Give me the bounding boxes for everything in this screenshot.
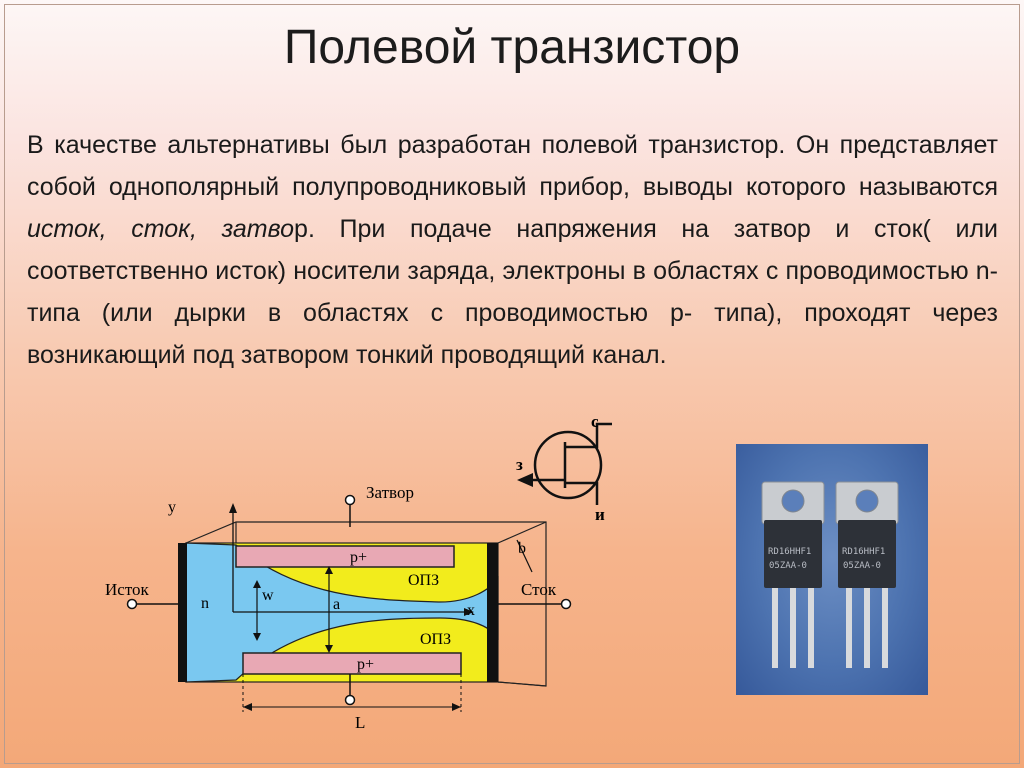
symbol-gate-label: з	[516, 455, 523, 474]
y-axis-arrow-icon	[229, 503, 237, 513]
drain-label: Сток	[521, 580, 557, 599]
p-layer-top	[235, 545, 455, 568]
p-layer-bottom	[242, 652, 462, 675]
chip1-lead-3	[808, 588, 814, 668]
chip1-mount-hole	[781, 489, 805, 513]
a-arrow-bottom-icon	[325, 645, 333, 653]
drain-contact	[487, 543, 498, 682]
chip2-marking-line2: 05ZAA-0	[843, 561, 881, 571]
symbol-source-label: и	[595, 505, 605, 524]
symbol-drain-lead	[565, 422, 612, 449]
y-axis-label: y	[168, 499, 176, 516]
x-axis-label: x	[467, 602, 475, 619]
gate-terminals	[344, 494, 356, 706]
paragraph-part-1: В качестве альтернативы был разработан п…	[27, 131, 998, 201]
gate-top-terminal	[344, 494, 356, 506]
p-layer-bottom-label: p+	[357, 656, 374, 673]
chip1-lead-2	[790, 588, 796, 668]
source-label: Исток	[105, 580, 150, 599]
paragraph-part-2: р. При подаче напряжения на затвор и сто…	[27, 215, 998, 369]
a-label: a	[333, 596, 340, 613]
chip2-lead-2	[864, 588, 870, 668]
p-layer-top-label: p+	[350, 549, 367, 566]
side-terminals	[126, 598, 572, 610]
fet-circuit-symbol	[517, 422, 612, 505]
transistor-photo: RD16HHF1 05ZAA-0 RD16HHF1 05ZAA-0	[736, 444, 928, 695]
paragraph-terms: исток, сток, затво	[27, 215, 295, 243]
slide-frame	[4, 4, 1020, 764]
chip1-marking-line2: 05ZAA-0	[769, 561, 807, 571]
w-arrow-top-icon	[253, 580, 261, 588]
L-dimension	[242, 674, 462, 712]
chip2-body	[838, 520, 896, 588]
x-axis-arrow-icon	[464, 608, 474, 616]
b-label: b	[518, 540, 526, 557]
a-arrow-top-icon	[325, 566, 333, 574]
transistor-2: RD16HHF1 05ZAA-0	[835, 481, 899, 668]
b-dimension-line	[516, 539, 533, 573]
chip2-mount-hole	[855, 489, 879, 513]
box-bottom-right-edge	[497, 681, 547, 687]
transistor-photo-drawing: RD16HHF1 05ZAA-0 RD16HHF1 05ZAA-0	[761, 481, 899, 668]
symbol-circle	[533, 430, 603, 500]
w-label: w	[262, 587, 274, 604]
source-terminal	[126, 598, 138, 610]
body-paragraph: В качестве альтернативы был разработан п…	[27, 124, 998, 376]
chip1-lead-1	[772, 588, 778, 668]
chip1-body	[764, 520, 822, 588]
chip1-marking-line1: RD16HHF1	[768, 547, 811, 557]
gate-label: Затвор	[366, 483, 414, 502]
L-label: L	[355, 713, 365, 732]
symbol-source-lead	[565, 481, 599, 505]
source-contact	[178, 543, 187, 682]
box-top-right-edge	[497, 521, 547, 544]
ops-top-label: ОПЗ	[408, 572, 439, 589]
ops-bottom-label: ОПЗ	[420, 631, 451, 648]
chip2-lead-3	[882, 588, 888, 668]
symbol-arrow-icon	[517, 473, 533, 487]
axes	[232, 508, 470, 613]
chip2-marking-line1: RD16HHF1	[842, 547, 885, 557]
chip2-lead-1	[846, 588, 852, 668]
slide-title: Полевой транзистор	[283, 21, 741, 74]
transistor-1: RD16HHF1 05ZAA-0	[761, 481, 825, 668]
symbol-drain-label: с	[591, 412, 599, 431]
n-region-label: n	[201, 595, 209, 612]
drain-terminal	[560, 598, 572, 610]
w-arrow-bottom-icon	[253, 633, 261, 641]
dimension-markers	[256, 539, 533, 651]
L-arrow-left-icon	[243, 703, 252, 711]
gate-bottom-terminal	[344, 694, 356, 706]
L-arrow-right-icon	[452, 703, 461, 711]
